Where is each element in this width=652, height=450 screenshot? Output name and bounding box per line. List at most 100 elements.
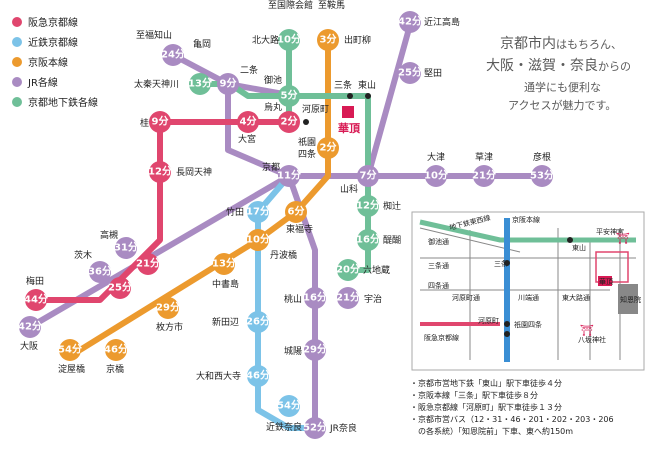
label-oike: 御池 (264, 74, 282, 86)
tagline-line2: 大阪・滋賀・奈良からの (486, 58, 631, 74)
time-shin-tanabe: 26分 (246, 315, 270, 328)
time-katsura: 9分 (152, 115, 169, 128)
tagline-1a: 京都市内 (500, 35, 556, 52)
label-yamato-saidaiji: 大和西大寺 (196, 370, 241, 382)
marker-zeze (473, 165, 495, 187)
time-chushojima: 13分 (212, 257, 236, 270)
marker-kyoto (278, 165, 300, 187)
marker-demachiyanagi (317, 29, 339, 51)
marker-katata (399, 62, 421, 84)
marker-kyobashi (105, 339, 127, 361)
marker-umeda (25, 289, 47, 311)
time-uzumasa: 13分 (188, 77, 212, 90)
marker-nijo (217, 73, 239, 95)
inset-street-c: 四条通 (428, 281, 449, 290)
time-gion: 2分 (320, 141, 337, 154)
hotel-marker (342, 106, 354, 118)
marker-takeda (247, 201, 269, 223)
tagline-2a: 大阪・滋賀・奈良 (486, 58, 598, 74)
time-katata: 25分 (398, 66, 422, 79)
time-oike: 5分 (281, 89, 298, 102)
time-yodoyabashi: 54分 (58, 343, 82, 356)
time-kyobashi: 46分 (104, 343, 128, 356)
label-uji: 宇治 (364, 293, 382, 305)
time-umeda: 44分 (24, 293, 48, 306)
marker-uzumasa (189, 73, 211, 95)
label-zeze: 草津 (475, 151, 493, 163)
legend-kintetsu: 近鉄京都線 (28, 36, 78, 49)
label-hikone: 彦根 (533, 151, 551, 163)
time-omiya: 4分 (240, 115, 257, 128)
marker-gion (317, 137, 339, 159)
marker-hankyu-ibaraki (109, 277, 131, 299)
access-notes: ・京都市営地下鉄「東山」駅下車徒歩４分 ・京阪本線「三条」駅下車徒歩８分 ・阪急… (410, 378, 648, 438)
note-3: ・阪急京都線「河原町」駅下車徒歩１３分 (410, 403, 562, 412)
marker-kitaoji (278, 29, 300, 51)
legend-keihan: 京阪本線 (28, 56, 68, 69)
inset-building (618, 284, 638, 314)
label-tofukuji: 東福寺 (286, 223, 313, 235)
inset-label-sanjo: 三条 (494, 259, 508, 268)
inset-street-d: 河原町通 (452, 293, 480, 302)
inset-label-shijo: 祇園四条 (514, 320, 542, 329)
tagline-line3: 通学にも便利な (524, 80, 601, 94)
label-chushojima: 中書島 (212, 278, 239, 290)
note-5: の各系統）「知恩院前」下車、東へ約150m (410, 427, 574, 436)
torii-icon-heian: ⛩ (616, 232, 630, 245)
label-kawaramachi: 河原町 (302, 103, 329, 115)
marker-karasuma (278, 111, 300, 133)
note-2: ・京阪本線「三条」駅下車徒歩８分 (410, 391, 538, 400)
label-omi-takashima: 近江高島 (424, 16, 460, 28)
kintetsu-line (255, 174, 315, 431)
label-jr-nara: JR奈良 (329, 422, 357, 434)
label-shi-kurama: 至鞍馬 (318, 0, 345, 11)
label-kameoka: 亀岡 (193, 38, 211, 50)
marker-shin-tanabe (247, 311, 269, 333)
inset-label-chionin: 知恩院 (620, 295, 641, 304)
label-tanbabashi: 丹波橋 (270, 249, 297, 261)
inset-label-kawaramachi: 河原町 (478, 317, 499, 325)
time-jr-to-ibaraki: 21分 (136, 257, 160, 270)
label-kintetsu-nara: 近鉄奈良 (266, 421, 302, 433)
inset-street-f: 川端通 (518, 293, 539, 302)
marker-momoyama (304, 287, 326, 309)
legend-hankyu: 阪急京都線 (28, 16, 78, 29)
label-nijo: 二条 (240, 64, 258, 76)
time-tanbabashi: 10分 (246, 233, 270, 246)
time-momoyama: 16分 (303, 291, 327, 304)
time-jr-nara: 52分 (303, 421, 327, 434)
hotel-name: 華頂 (338, 121, 361, 135)
station-labels: 至国際会館 至鞍馬 北大路 出町柳 亀岡 至福知山 太秦天神川 二条 御池 三条… (20, 0, 551, 434)
time-ibaraki: 36分 (88, 265, 112, 278)
label-uzumasa: 太秦天神川 (134, 78, 179, 90)
label-kyobashi: 京橋 (106, 363, 124, 375)
time-hikone: 53分 (530, 169, 554, 182)
marker-hikone (531, 165, 553, 187)
marker-otsu (425, 165, 447, 187)
label-momoyama: 桃山 (284, 293, 302, 305)
time-osaka: 42分 (18, 320, 42, 333)
label-shijo-kokusai: 至国際会館 (268, 0, 313, 11)
time-tofukuji: 6分 (288, 205, 305, 218)
dot-kawaramachi (303, 119, 309, 125)
inset-label-higashiyama: 東山 (572, 243, 586, 252)
marker-katsura (149, 111, 171, 133)
label-yamashina: 山科 (340, 183, 358, 195)
label-shin-tanabe: 新田辺 (212, 316, 239, 328)
label-takatsuki: 高槻 (100, 229, 118, 241)
marker-yamashina (357, 165, 379, 187)
time-kintetsu-nara: 54分 (277, 399, 301, 412)
time-yamashina: 7分 (360, 169, 377, 182)
label-katsura: 桂 (140, 117, 149, 129)
marker-tanbabashi (247, 229, 269, 251)
inset-label-keihan: 京阪本線 (512, 215, 540, 224)
inset-street-e: 東大路通 (562, 293, 590, 302)
time-hirakatashi: 29分 (156, 301, 180, 314)
legend-subway: 京都地下鉄各線 (28, 96, 98, 109)
label-ibaraki: 茨木 (74, 249, 92, 261)
label-rokujizo: 六地蔵 (363, 264, 390, 276)
label-shi-fukuchiyama: 至福知山 (136, 29, 172, 41)
tagline-line1: 京都市内はもちろん、 (500, 35, 622, 52)
label-higashiyama: 東山 (358, 79, 376, 91)
dot-sanjo (347, 93, 353, 99)
